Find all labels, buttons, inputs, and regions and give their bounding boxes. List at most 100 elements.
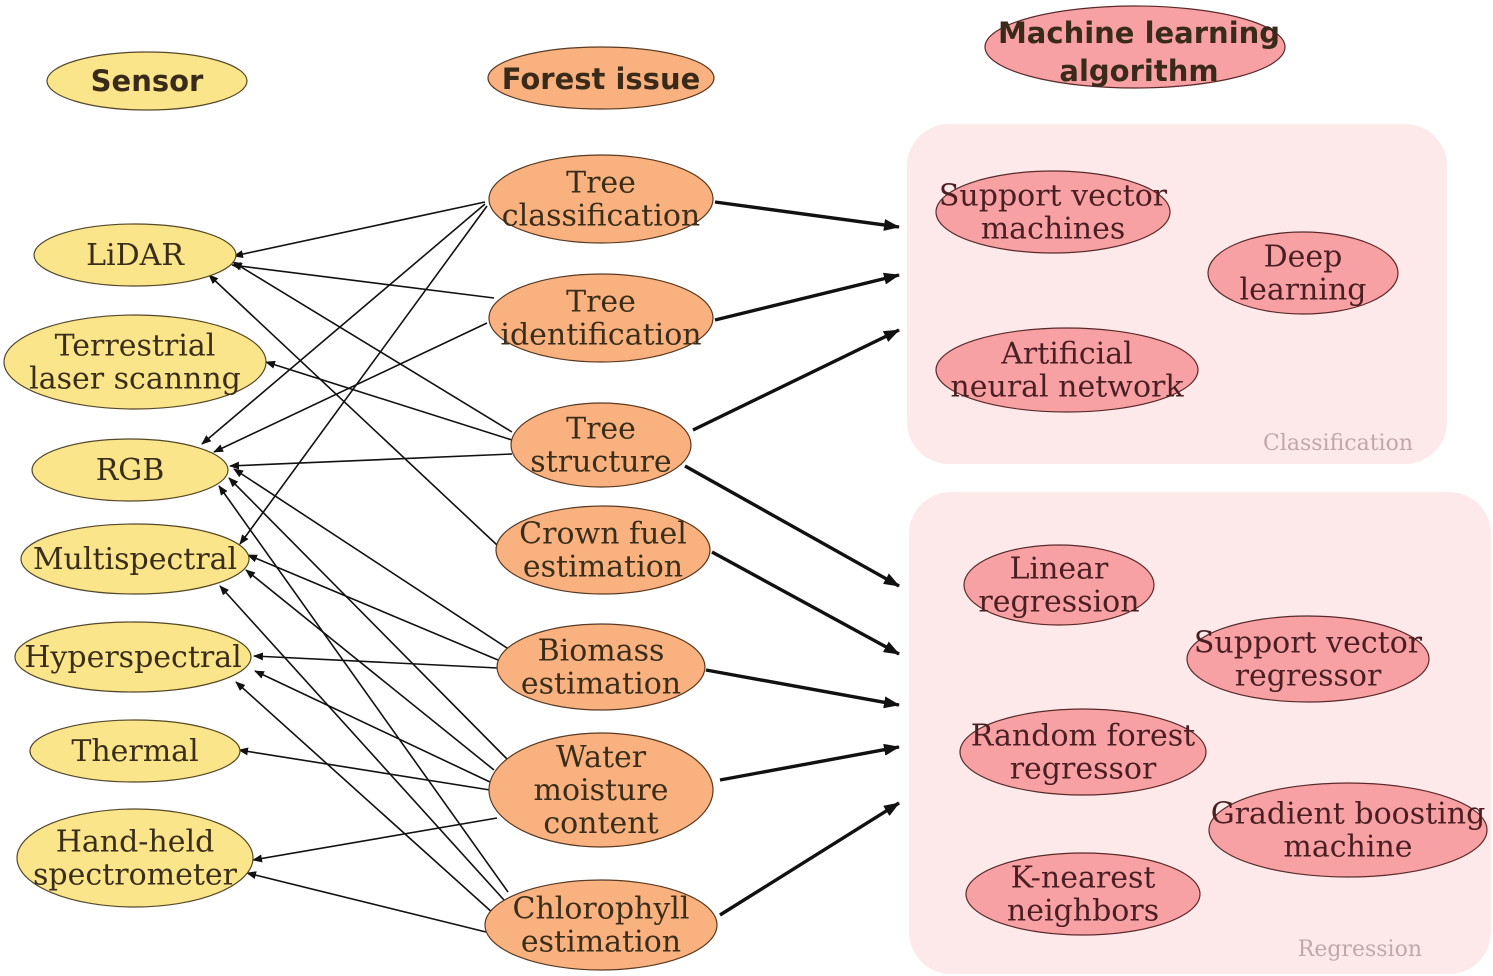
sensor-node-hyperspectral: Hyperspectral	[14, 621, 252, 693]
header-algorithm-line-2: algorithm	[1059, 54, 1218, 88]
algorithm-ellipse-rf-regressor	[959, 708, 1207, 796]
sensor-node-multispectral: Multispectral	[20, 523, 250, 595]
algorithm-label-gbm-line-1: Gradient boosting	[1211, 797, 1486, 832]
group-label-classification: Classification	[1263, 431, 1413, 456]
issue-label-chlorophyll-line-1: Chlorophyll	[513, 892, 690, 927]
algorithm-label-svr-line-2: regressor	[1235, 659, 1382, 694]
issue-ellipse-crown-fuel	[495, 505, 711, 595]
arrow-tree-identification-to-rgb	[213, 322, 488, 453]
header-forest-issue-label: Forest issue	[502, 62, 701, 96]
issue-label-tree-identification-line-1: Tree	[566, 285, 636, 320]
algorithm-label-svm-line-2: machines	[981, 212, 1126, 247]
sensor-node-thermal: Thermal	[29, 719, 241, 783]
issue-ellipse-tree-structure	[510, 402, 692, 488]
algorithm-label-knn-line-1: K-nearest	[1011, 861, 1156, 896]
sensor-label-spectrometer-line-1: Hand-held	[56, 825, 215, 860]
sensor-ellipse-rgb	[31, 438, 229, 502]
sensor-ellipse-tls	[3, 314, 267, 410]
algorithm-ellipse-gbm	[1208, 782, 1488, 878]
arrow-water-moisture-to-multispectral	[245, 569, 495, 771]
issue-label-tree-classification-line-1: Tree	[566, 166, 636, 201]
algorithm-label-ann-line-2: neural network	[950, 370, 1184, 405]
sensor-label-hyperspectral: Hyperspectral	[24, 640, 241, 675]
algorithm-ellipse-ann	[935, 327, 1199, 413]
header-forest-issue: Forest issue	[487, 46, 715, 110]
sensor-ellipse-hyperspectral	[14, 621, 252, 693]
arrow-biomass-to-hyperspectral	[253, 652, 499, 669]
arrow-biomass-to-multispectral	[247, 554, 499, 661]
sensor-label-tls-line-1: Terrestrial	[55, 329, 216, 364]
arrow-water-moisture-to-rgb	[228, 477, 509, 761]
algorithm-label-gbm-line-2: machine	[1283, 830, 1412, 865]
arrow-crown-fuel-to-lidar	[208, 274, 498, 546]
algorithm-label-svm-line-1: Support vector	[939, 179, 1168, 214]
arrow-water-moisture-to-thermal	[238, 747, 491, 791]
arrow-tree-classification-to-classification	[714, 200, 900, 231]
issue-label-biomass-line-1: Biomass	[538, 634, 665, 669]
algorithm-label-linear-regression-line-1: Linear	[1010, 552, 1109, 587]
header-sensor-label: Sensor	[91, 64, 204, 98]
issue-ellipse-water-moisture	[488, 732, 714, 848]
arrow-tree-identification-to-lidar	[231, 262, 495, 299]
header-sensor: Sensor	[46, 51, 248, 111]
issue-ellipse-biomass	[496, 623, 706, 711]
arrow-chlorophyll-to-rgb	[218, 485, 509, 893]
algorithm-label-deep-learning-line-2: learning	[1239, 273, 1366, 308]
arrow-tree-classification-to-multispectral	[239, 205, 488, 545]
arrow-water-moisture-to-regression	[719, 743, 900, 782]
sensor-ellipse-thermal	[29, 719, 241, 783]
algorithm-label-rf-regressor-line-1: Random forest	[971, 719, 1195, 754]
issue-label-chlorophyll-line-2: estimation	[521, 925, 681, 960]
issue-label-tree-classification-line-2: classification	[502, 199, 700, 234]
algorithm-label-ann-line-1: Artificial	[1000, 337, 1133, 372]
arrow-biomass-to-regression	[705, 668, 900, 709]
sensor-label-multispectral: Multispectral	[33, 542, 237, 577]
issue-ellipse-tree-identification	[488, 273, 714, 363]
issue-sensor-links	[201, 201, 513, 933]
issue-label-tree-structure-line-2: structure	[530, 445, 671, 480]
issue-label-biomass-line-2: estimation	[521, 667, 681, 702]
arrow-chlorophyll-to-hyperspectral	[235, 681, 495, 915]
algorithm-label-deep-learning-line-1: Deep	[1264, 240, 1343, 275]
algorithm-label-rf-regressor-line-2: regressor	[1010, 752, 1157, 787]
sensor-ellipse-lidar	[33, 223, 237, 287]
issue-label-water-moisture-line-2: moisture	[534, 773, 669, 808]
arrow-chlorophyll-to-regression	[719, 801, 900, 917]
issue-label-tree-identification-line-2: identification	[500, 318, 701, 353]
issue-ellipse-chlorophyll	[484, 879, 718, 971]
issue-label-tree-structure-line-1: Tree	[566, 412, 636, 447]
arrow-crown-fuel-to-regression	[711, 550, 900, 656]
sensor-label-thermal: Thermal	[71, 734, 198, 769]
issue-ellipse-tree-classification	[488, 154, 714, 244]
sensor-node-rgb: RGB	[31, 438, 229, 502]
sensor-label-spectrometer-line-2: spectrometer	[33, 858, 238, 893]
issue-group-links	[684, 200, 900, 917]
arrow-tree-structure-to-rgb	[229, 453, 513, 470]
algorithm-ellipse-knn	[965, 852, 1201, 936]
algorithm-ellipse-deep-learning	[1207, 231, 1399, 315]
sensor-node-lidar: LiDAR	[33, 223, 237, 287]
algorithm-label-linear-regression-line-2: regression	[978, 585, 1139, 620]
arrow-water-moisture-to-hyperspectral	[254, 670, 491, 783]
arrow-tree-structure-to-tls	[265, 360, 513, 441]
arrow-water-moisture-to-spectrometer	[252, 817, 498, 863]
arrow-chlorophyll-to-multispectral	[219, 585, 505, 901]
group-label-regression: Regression	[1298, 937, 1422, 962]
